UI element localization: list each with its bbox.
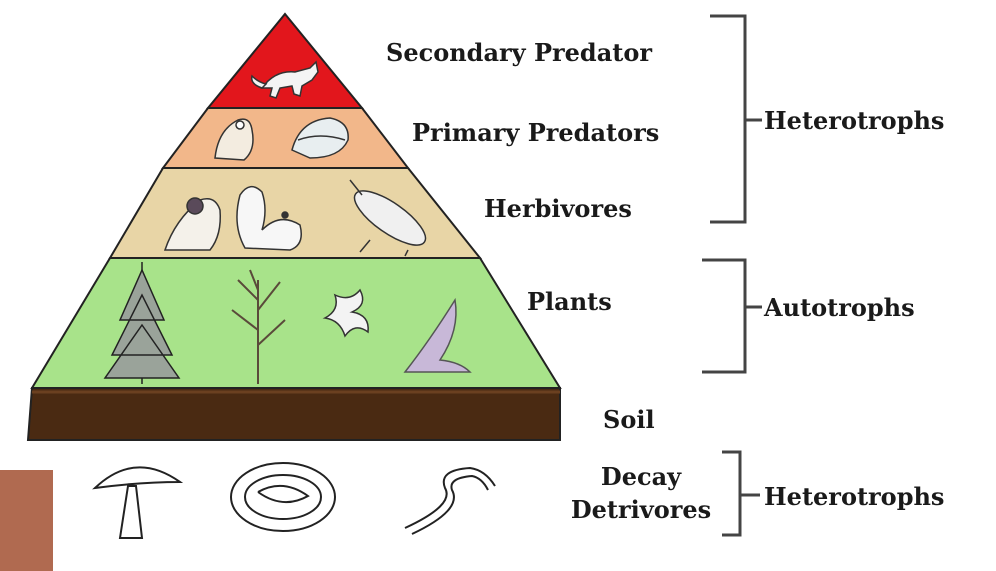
bracket-upper: [710, 16, 762, 222]
group-heterotrophs-lower: Heterotrophs: [764, 482, 944, 511]
group-autotrophs: Autotrophs: [764, 293, 915, 322]
label-primary-predators: Primary Predators: [412, 118, 659, 147]
label-soil: Soil: [603, 405, 655, 434]
tier-primary-predators: [163, 108, 408, 168]
corner-block: [0, 470, 53, 571]
bracket-middle: [702, 260, 762, 372]
bacteria-icon: [231, 463, 335, 531]
bracket-lower: [722, 452, 760, 535]
label-decomposers: Decay Detrivores: [555, 460, 727, 526]
label-plants: Plants: [527, 287, 612, 316]
label-herbivores: Herbivores: [484, 194, 632, 223]
soil-layer: [28, 388, 560, 440]
group-heterotrophs-upper: Heterotrophs: [764, 106, 944, 135]
label-detrivores: Detrivores: [555, 493, 727, 526]
mushroom-icon: [95, 467, 180, 538]
label-secondary-predator: Secondary Predator: [386, 38, 652, 67]
worm-icon: [405, 468, 495, 534]
tier-secondary-predator: [208, 14, 362, 108]
label-decay: Decay: [555, 460, 727, 493]
